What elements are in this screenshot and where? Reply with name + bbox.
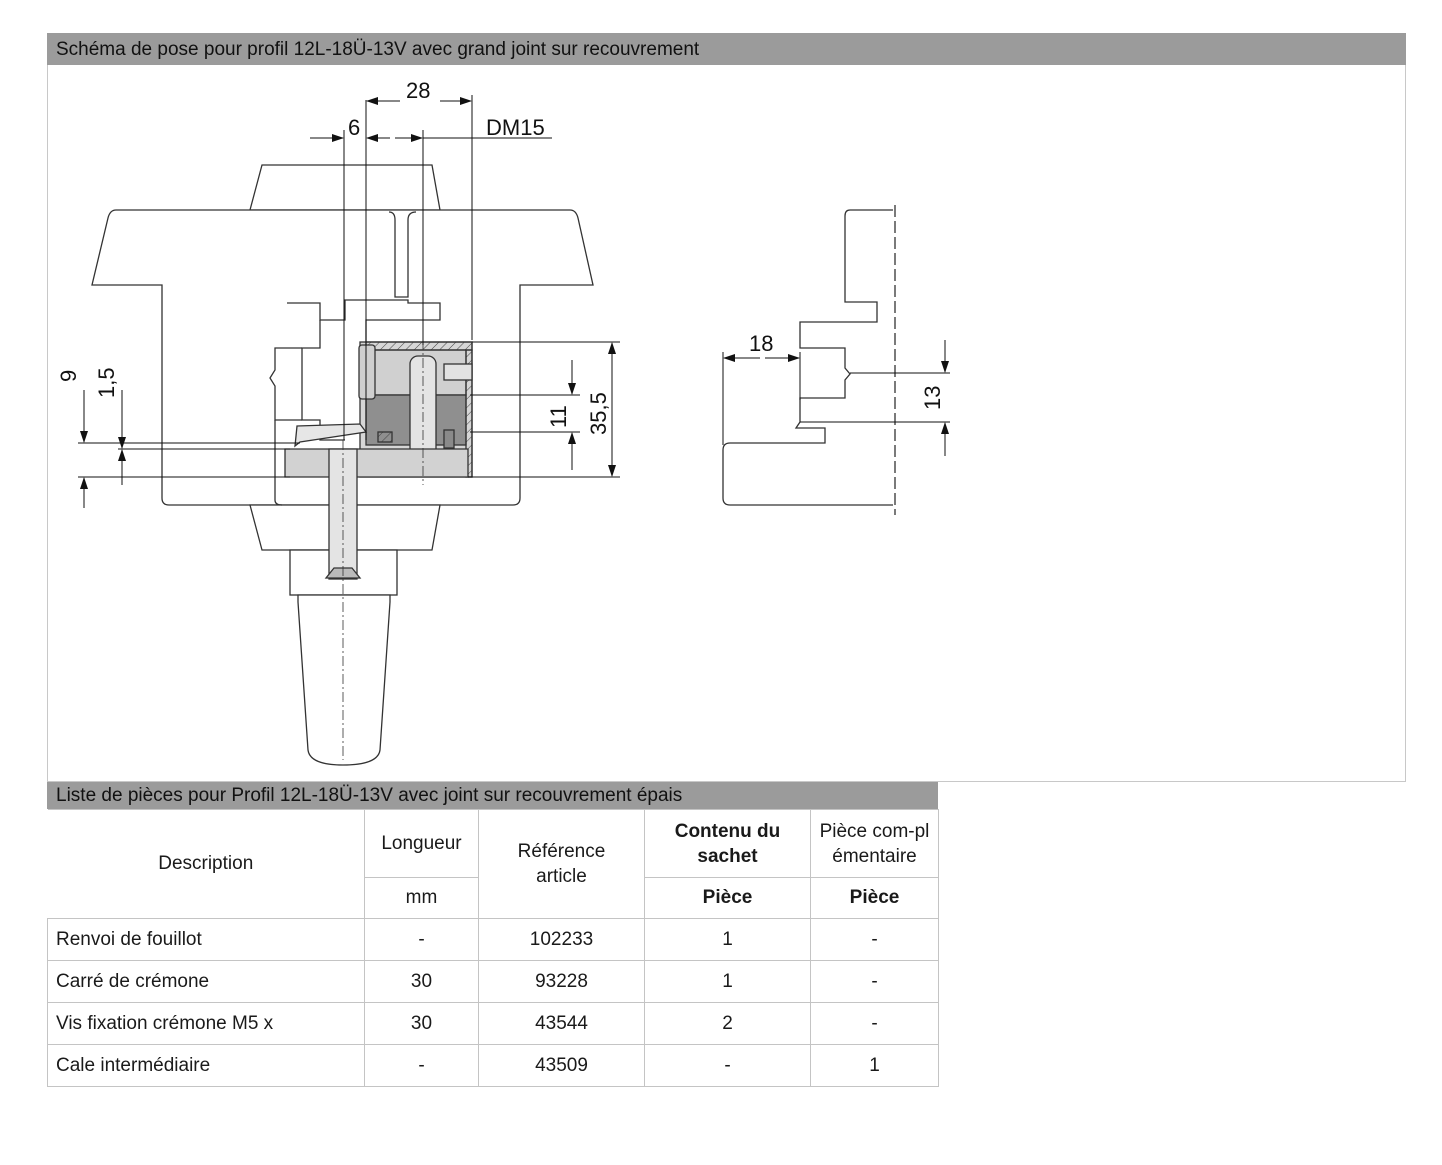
header-bag-unit: Pièce	[644, 877, 811, 919]
header-complementary-label: Pièce com-plémentaire	[819, 820, 930, 867]
header-reference: Référence article	[478, 809, 645, 919]
diagram-title-bar: Schéma de pose pour profil 12L-18Ü-13V a…	[47, 33, 1406, 65]
cell-description: Cale intermédiaire	[47, 1044, 365, 1087]
cell-description: Carré de crémone	[47, 960, 365, 1003]
table-row: Renvoi de fouillot - 102233 1 -	[47, 918, 939, 961]
cell-length: 30	[364, 1002, 479, 1045]
cell-reference: 43544	[478, 1002, 645, 1045]
cell-bag: -	[644, 1044, 811, 1087]
header-bag-contents: Contenu du sachet	[644, 809, 811, 878]
cell-complementary: -	[810, 918, 939, 961]
cell-complementary: -	[810, 960, 939, 1003]
table-row: Vis fixation crémone M5 x 30 43544 2 -	[47, 1002, 939, 1045]
cell-length: -	[364, 918, 479, 961]
cell-reference: 43509	[478, 1044, 645, 1087]
parts-table: Description Longueur Référence article C…	[47, 809, 939, 1087]
parts-list-title-bar: Liste de pièces pour Profil 12L-18Ü-13V …	[47, 782, 938, 809]
cell-complementary: 1	[810, 1044, 939, 1087]
header-length-unit: mm	[364, 877, 479, 919]
cell-reference: 102233	[478, 918, 645, 961]
parts-list-title: Liste de pièces pour Profil 12L-18Ü-13V …	[56, 785, 683, 806]
header-description: Description	[47, 809, 365, 919]
cell-description: Renvoi de fouillot	[47, 918, 365, 961]
cell-length: 30	[364, 960, 479, 1003]
cell-reference: 93228	[478, 960, 645, 1003]
dim-35-5: 35,5	[586, 392, 611, 435]
handle-drawing	[91, 164, 594, 766]
dim-6: 6	[348, 115, 360, 140]
header-bag-contents-label: Contenu du sachet	[674, 820, 781, 867]
dim-1-5: 1,5	[94, 367, 119, 398]
cell-complementary: -	[810, 1002, 939, 1045]
cell-bag: 2	[644, 1002, 811, 1045]
cell-description: Vis fixation crémone M5 x	[47, 1002, 365, 1045]
dim-dm15: DM15	[486, 115, 545, 140]
header-length: Longueur	[364, 809, 479, 878]
table-row: Carré de crémone 30 93228 1 -	[47, 960, 939, 1003]
header-complementary: Pièce com-plémentaire	[810, 809, 939, 878]
dim-11: 11	[546, 405, 571, 428]
cell-bag: 1	[644, 960, 811, 1003]
header-reference-label: Référence article	[517, 841, 606, 887]
header-complementary-unit: Pièce	[810, 877, 939, 919]
diagram-title: Schéma de pose pour profil 12L-18Ü-13V a…	[56, 38, 700, 60]
cell-length: -	[364, 1044, 479, 1087]
dimension-lines	[78, 95, 620, 508]
cell-bag: 1	[644, 918, 811, 961]
dim-28: 28	[406, 78, 430, 103]
profile-section-drawing	[722, 205, 950, 515]
dim-18: 18	[749, 331, 773, 356]
table-row: Cale intermédiaire - 43509 - 1	[47, 1044, 939, 1087]
dim-13: 13	[920, 386, 945, 410]
dim-9: 9	[56, 370, 81, 382]
diagram-frame	[47, 65, 1406, 782]
